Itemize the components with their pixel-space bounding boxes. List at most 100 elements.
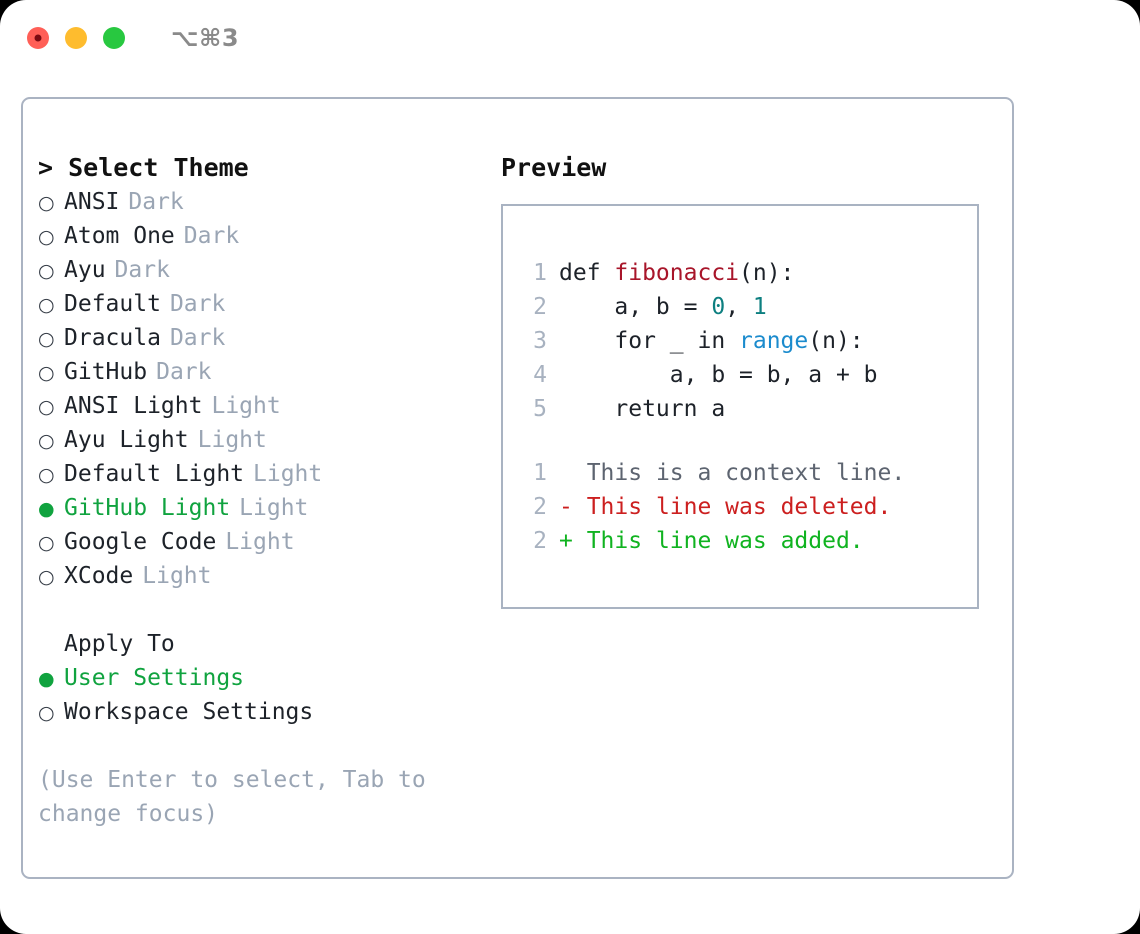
code-line-text: return a <box>559 392 725 426</box>
code-token-plain: , <box>725 294 753 320</box>
radio-unselected-icon: ○ <box>38 362 55 384</box>
code-line-number: 3 <box>533 328 547 354</box>
theme-option-label: Default Light <box>64 461 245 487</box>
code-token-plain: (n): <box>739 260 795 286</box>
theme-option-label: Google Code <box>64 529 217 555</box>
theme-option-label: GitHub Light <box>64 495 231 521</box>
theme-variant-badge: Light <box>253 461 323 487</box>
diff-line-number: 1 <box>533 460 547 486</box>
diff-line-text: This line was deleted. <box>586 494 892 520</box>
theme-variant-badge: Dark <box>169 325 226 351</box>
radio-unselected-icon: ○ <box>38 294 55 316</box>
theme-option-ansi-light[interactable]: ○ ANSI Light Light <box>38 389 478 423</box>
list-spacer <box>38 593 478 627</box>
preview-column: Preview <box>501 151 1001 185</box>
code-line-text: a, b = b, a + b <box>559 358 878 392</box>
theme-option-default[interactable]: ○ Default Dark <box>38 287 478 321</box>
minimize-window-button[interactable] <box>65 27 87 49</box>
code-line-number: 1 <box>533 260 547 286</box>
theme-option-github[interactable]: ○ GitHub Dark <box>38 355 478 389</box>
theme-option-dracula[interactable]: ○ Dracula Dark <box>38 321 478 355</box>
diff-marker: - <box>559 494 587 520</box>
diff-line-context: 1 This is a context line. <box>519 456 973 490</box>
code-token-num: 0 <box>711 294 726 320</box>
preview-heading: Preview <box>501 153 607 182</box>
radio-unselected-icon: ○ <box>38 702 55 724</box>
diff-line-text: This is a context line. <box>586 460 906 486</box>
radio-unselected-icon: ○ <box>38 328 55 350</box>
code-line-number: 2 <box>533 294 547 320</box>
code-token-plain: a, b = b, a + b <box>559 362 878 388</box>
code-line: 4 a, b = b, a + b <box>519 358 973 392</box>
theme-variant-badge: Light <box>225 529 295 555</box>
theme-variant-badge: Light <box>142 563 212 589</box>
theme-option-ayu[interactable]: ○ Ayu Dark <box>38 253 478 287</box>
window-controls <box>27 27 125 49</box>
keyboard-hint-text: (Use Enter to select, Tab to change focu… <box>38 767 426 827</box>
code-line: 1 def fibonacci(n): <box>519 256 973 290</box>
code-line-number: 4 <box>533 362 547 388</box>
theme-option-label: Ayu <box>64 257 106 283</box>
maximize-window-button[interactable] <box>103 27 125 49</box>
code-token-plain: for _ in <box>559 328 740 354</box>
theme-variant-badge: Dark <box>128 189 184 215</box>
diff-line-number: 2 <box>533 528 547 554</box>
radio-unselected-icon: ○ <box>38 192 55 214</box>
apply-to-heading: Apply To <box>64 631 175 657</box>
close-window-button[interactable] <box>27 27 49 49</box>
radio-unselected-icon: ○ <box>38 430 55 452</box>
code-line-text: def fibonacci(n): <box>559 256 794 290</box>
keyboard-shortcut-label: ⌥⌘3 <box>171 24 240 52</box>
apply-to-list: ● User Settings ○ Workspace Settings <box>38 661 478 729</box>
theme-variant-badge: Dark <box>169 291 226 317</box>
code-line-text: a, b = 0, 1 <box>559 290 767 324</box>
diff-marker: + <box>559 528 587 554</box>
radio-unselected-icon: ○ <box>38 396 55 418</box>
diff-marker <box>559 456 587 490</box>
code-token-kw: range <box>739 328 809 354</box>
theme-option-label: ANSI Light <box>64 393 203 419</box>
apply-to-option-label: User Settings <box>64 665 245 691</box>
diff-line-number: 2 <box>533 494 547 520</box>
apply-to-option-user-settings[interactable]: ● User Settings <box>38 661 478 695</box>
code-token-fn: fibonacci <box>614 260 740 286</box>
apply-to-option-workspace-settings[interactable]: ○ Workspace Settings <box>38 695 478 729</box>
theme-option-label: Dracula <box>64 325 161 351</box>
radio-unselected-icon: ○ <box>38 464 55 486</box>
code-line-number: 5 <box>533 396 547 422</box>
code-token-plain: a, b = <box>559 294 712 320</box>
radio-unselected-icon: ○ <box>38 226 55 248</box>
theme-picker-heading: > Select Theme <box>38 153 249 182</box>
theme-variant-badge: Light <box>211 393 281 419</box>
theme-option-xcode[interactable]: ○ XCode Light <box>38 559 478 593</box>
theme-variant-badge: Dark <box>114 257 170 283</box>
radio-unselected-icon: ○ <box>38 566 55 588</box>
diff-line-text: This line was added. <box>586 528 864 554</box>
radio-unselected-icon: ○ <box>38 260 55 282</box>
theme-variant-badge: Dark <box>156 359 212 385</box>
theme-option-label: GitHub <box>64 359 148 385</box>
code-token-num: 1 <box>752 294 767 320</box>
hint-spacer <box>38 729 478 763</box>
radio-selected-icon: ● <box>38 668 55 690</box>
theme-variant-badge: Light <box>197 427 267 453</box>
code-line: 3 for _ in range(n): <box>519 324 973 358</box>
theme-option-label: Default <box>64 291 161 317</box>
theme-option-label: ANSI <box>64 189 120 215</box>
theme-option-label: XCode <box>64 563 134 589</box>
theme-option-ansi[interactable]: ○ ANSI Dark <box>38 185 478 219</box>
code-token-plain: return a <box>559 396 726 422</box>
apply-to-option-label: Workspace Settings <box>64 699 314 725</box>
theme-option-default-light[interactable]: ○ Default Light Light <box>38 457 478 491</box>
code-token-plain: def <box>559 260 615 286</box>
